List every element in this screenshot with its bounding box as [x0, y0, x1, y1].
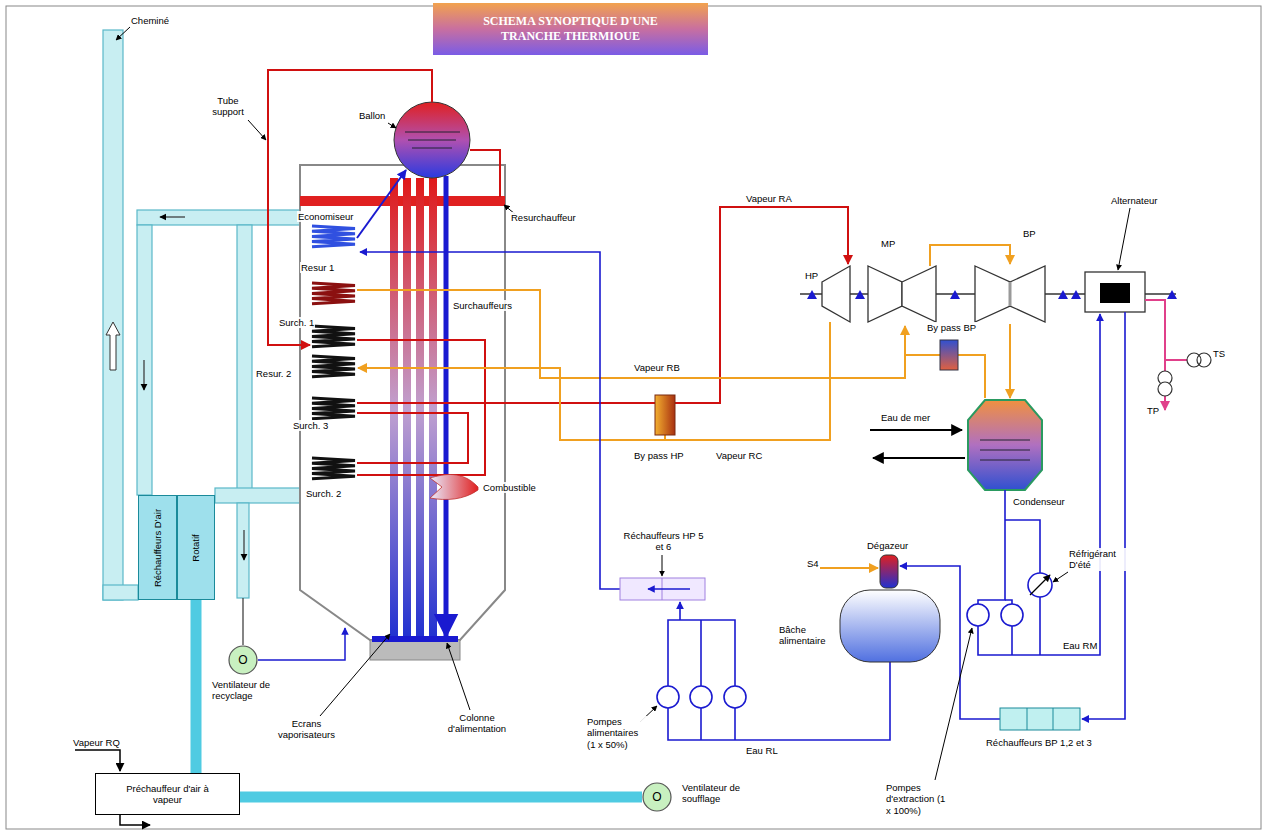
part-label: Ecrans vaporisateurs	[268, 718, 345, 741]
part-label: BP	[1022, 228, 1037, 239]
part-label: By pass BP	[926, 322, 977, 333]
part-label: S4	[806, 558, 820, 569]
part-label: MP	[880, 238, 896, 249]
node-text: O	[652, 790, 661, 804]
air-preheater-box: Préchauffeur d'air à vapeur	[95, 773, 240, 815]
heat-exchanger-coil	[312, 283, 355, 304]
part-label: Ballon	[358, 110, 386, 121]
node-text: Préchauffeur d'air à vapeur	[120, 783, 215, 806]
title-banner: SCHEMA SYNOPTIQUE D'UNE TRANCHE THERMIOU…	[433, 3, 708, 55]
part-label: By pass HP	[633, 450, 685, 461]
part-label: Combustible	[482, 482, 537, 493]
part-label: Surch. 3	[292, 420, 329, 431]
part-label: Resurchauffeur	[510, 212, 577, 223]
node-heading: Ventilateur de soufflage	[682, 782, 748, 805]
part-label: Dégazeur	[866, 540, 909, 551]
part-label: Réchauffeurs HP 5 et 6	[620, 530, 707, 553]
part-label: Cheminé	[130, 15, 170, 26]
fan-circle-outline	[229, 646, 257, 674]
fan-circle: OVentilateur de soufflage	[642, 782, 672, 812]
fan-circle: OVentilateur de recyclage	[228, 645, 258, 675]
part-label: Réchauffeurs BP 1,2 et 3	[985, 737, 1093, 748]
node-text: Rotatif	[190, 534, 201, 561]
part-label: Eau RM	[1062, 640, 1098, 651]
node-text: Réchauffeurs D'air	[152, 508, 163, 586]
part-label: Vapeur RC	[715, 450, 763, 461]
part-label: Colonne d'alimentation	[440, 712, 514, 735]
air-heater-box: Réchauffeurs D'air	[138, 495, 177, 600]
diagram-title: SCHEMA SYNOPTIQUE D'UNE TRANCHE THERMIOU…	[456, 14, 686, 44]
node-heading: Ventilateur de recyclage	[212, 679, 278, 702]
part-label: Surchauffeurs	[452, 300, 513, 311]
part-label: HP	[804, 270, 819, 281]
fan-circle-outline	[643, 783, 671, 811]
heat-exchanger-coil	[312, 326, 355, 347]
heat-exchanger-coil	[312, 356, 355, 377]
part-label: Bâche alimentaire	[778, 624, 838, 647]
part-label: Pompes alimentaires (1 x 50%)	[586, 716, 650, 750]
part-label: Tube support	[206, 95, 250, 118]
part-label: Economiseur	[297, 211, 354, 222]
part-label: Alternateur	[1110, 195, 1158, 206]
air-duct	[191, 600, 202, 773]
part-label: Condenseur	[1012, 496, 1066, 507]
part-label: Vapeur RB	[633, 362, 681, 373]
part-label: Resur. 2	[255, 368, 292, 379]
rotary-heater-box: Rotatif	[177, 495, 215, 600]
heat-exchanger-coil	[312, 226, 355, 247]
part-label: Surch. 2	[305, 488, 342, 499]
part-label: Pompes d'extraction (1 x 100%)	[885, 782, 949, 816]
part-label: Réfrigérant D'été	[1068, 548, 1130, 571]
part-label: Eau de mer	[880, 412, 931, 423]
part-label: Resur 1	[300, 262, 335, 273]
heat-exchanger-coil	[312, 458, 355, 479]
part-label: Vapeur RA	[745, 193, 793, 204]
part-label: TP	[1146, 405, 1160, 416]
part-label: TS	[1212, 348, 1226, 359]
node-text: O	[238, 653, 247, 667]
heat-exchanger-coil	[312, 398, 355, 419]
air-duct	[240, 792, 642, 803]
part-label: Surch. 1	[278, 317, 315, 328]
part-label: Eau RL	[745, 745, 779, 756]
part-label: Vapeur RQ	[72, 737, 121, 748]
